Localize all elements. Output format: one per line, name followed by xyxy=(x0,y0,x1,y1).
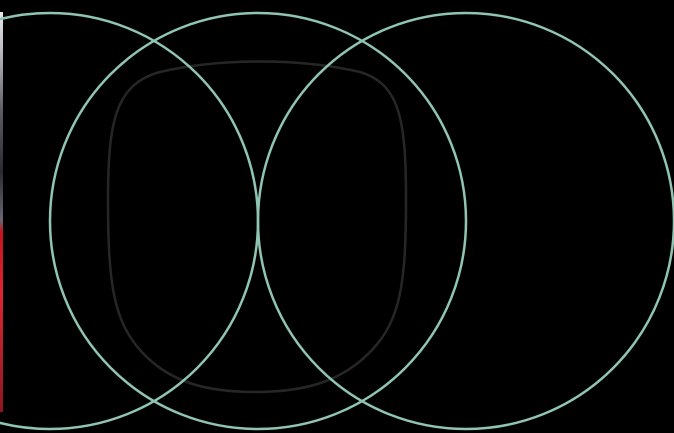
ring-left xyxy=(0,13,258,429)
